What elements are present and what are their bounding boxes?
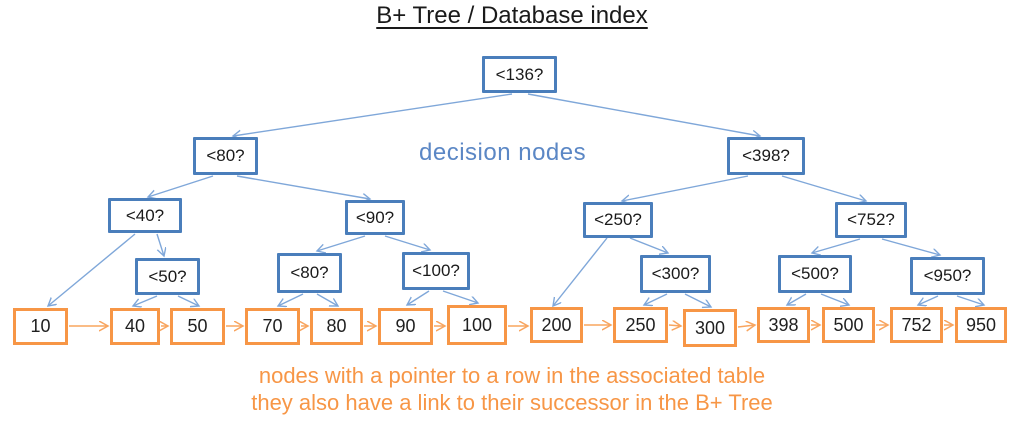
leaf-node-500: 500 xyxy=(822,307,875,343)
tree-edge xyxy=(787,293,807,305)
leaf-node-950: 950 xyxy=(955,307,1007,343)
tree-edge xyxy=(177,295,199,306)
leaf-chain-arrow xyxy=(668,325,681,326)
decision-nodes-annotation: decision nodes xyxy=(419,139,587,166)
tree-edge xyxy=(684,293,711,307)
leaf-node-250: 250 xyxy=(613,307,668,343)
tree-edge xyxy=(442,290,478,303)
tree-edge xyxy=(384,235,430,250)
decision-node-300: <300? xyxy=(640,255,711,293)
leaf-node-752: 752 xyxy=(890,307,943,343)
decision-node-40: <40? xyxy=(108,198,182,233)
tree-edge xyxy=(527,93,760,136)
tree-edge xyxy=(156,233,164,256)
tree-edge xyxy=(644,293,668,305)
decision-node-752: <752? xyxy=(835,202,907,238)
tree-edge xyxy=(622,175,749,201)
tree-edge xyxy=(629,237,668,253)
caption-line-2: they also have a link to their successor… xyxy=(251,390,773,415)
tree-edge xyxy=(233,93,513,136)
decision-node-500: <500? xyxy=(778,255,852,293)
tree-edge xyxy=(956,295,984,305)
tree-edge xyxy=(812,238,861,253)
leaf-node-50: 50 xyxy=(170,308,225,345)
tree-edge xyxy=(781,175,866,201)
decision-node-100: <100? xyxy=(402,252,470,290)
page-title: B+ Tree / Database index xyxy=(376,2,648,29)
tree-edge xyxy=(316,293,338,306)
tree-edge xyxy=(407,290,430,305)
decision-node-398: <398? xyxy=(727,137,805,175)
leaf-node-70: 70 xyxy=(245,308,300,345)
tree-edge xyxy=(918,295,939,305)
tree-edge xyxy=(881,238,940,255)
leaf-node-398: 398 xyxy=(757,307,810,343)
leaf-node-80: 80 xyxy=(310,308,363,345)
tree-edge xyxy=(553,237,608,306)
decision-node-950: <950? xyxy=(910,257,985,295)
tree-edge xyxy=(148,175,214,197)
tree-edge xyxy=(278,293,304,306)
tree-edge xyxy=(820,293,849,305)
decision-node-50: <50? xyxy=(135,258,200,295)
leaf-node-100: 100 xyxy=(447,305,507,345)
leaf-node-10: 10 xyxy=(13,308,68,345)
decision-node-80: <80? xyxy=(193,137,258,175)
leaf-chain-arrow xyxy=(737,325,755,327)
tree-edge xyxy=(133,295,158,306)
tree-edge xyxy=(48,233,136,306)
tree-edge xyxy=(236,175,370,199)
decision-node-136: <136? xyxy=(482,56,557,93)
leaf-node-90: 90 xyxy=(378,308,433,345)
caption-line-1: nodes with a pointer to a row in the ass… xyxy=(258,363,766,388)
decision-node-80b: <80? xyxy=(277,253,342,293)
leaf-node-300: 300 xyxy=(683,309,737,347)
tree-edge xyxy=(317,235,366,251)
decision-node-250: <250? xyxy=(583,202,653,238)
decision-node-90: <90? xyxy=(345,200,405,235)
leaf-node-200: 200 xyxy=(530,307,583,343)
leaf-node-40: 40 xyxy=(110,308,160,345)
leaf-nodes-annotation: nodes with a pointer to a row in the ass… xyxy=(0,362,1024,416)
